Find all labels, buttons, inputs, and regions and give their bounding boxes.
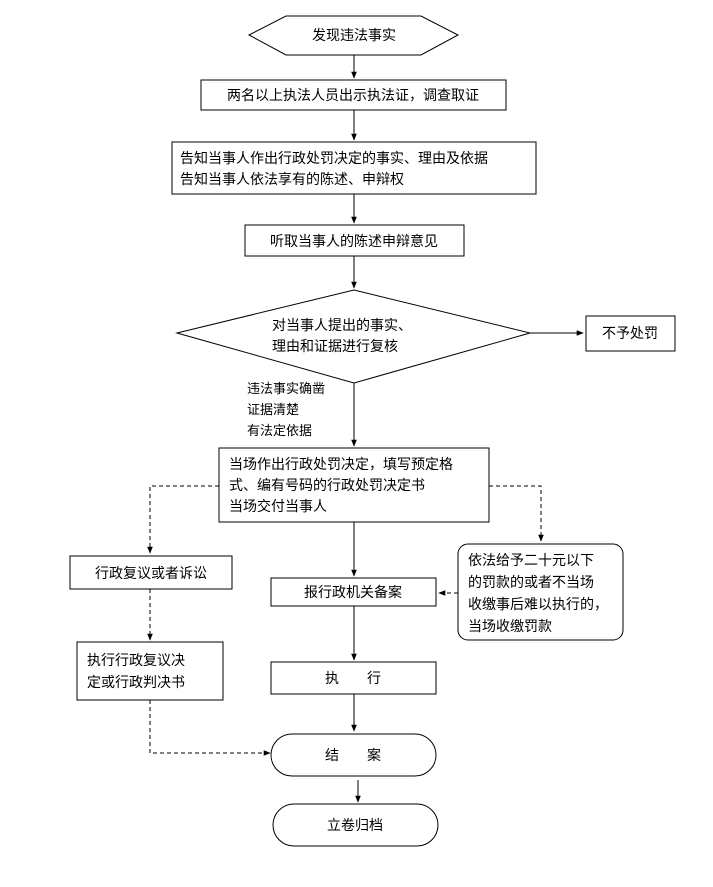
file-label: 报行政机关备案	[304, 584, 402, 601]
hear-label: 听取当事人的陈述申辩意见	[270, 233, 438, 250]
execute-node: 执 行	[270, 661, 437, 695]
appeal-result-node: 执行行政复议决 定或行政判决书	[76, 641, 224, 701]
review-line-1: 对当事人提出的事实、	[272, 318, 412, 334]
dashed-arrow-onsite-to-collect	[489, 485, 544, 542]
collect-line-2: 的罚款的或者不当场	[468, 575, 594, 591]
onsite-line-3: 当场交付当事人	[229, 498, 327, 515]
close-label: 结 案	[325, 747, 381, 764]
notify-line-1: 告知当事人作出行政处罚决定的事实、理由及依据	[180, 150, 488, 167]
dashed-arrow-onsite-to-appeal	[147, 485, 219, 554]
review-decision: 对当事人提出的事实、 理由和证据进行复核	[175, 289, 532, 384]
notify-line-2: 告知当事人依法享有的陈述、申辩权	[180, 171, 404, 188]
condition-line-2: 证据清楚	[247, 403, 299, 418]
condition-line-3: 有法定依据	[247, 424, 312, 439]
appeal-result-line-2: 定或行政判决书	[87, 675, 185, 691]
appeal-label: 行政复议或者诉讼	[95, 565, 207, 582]
collect-line-1: 依法给予二十元以下	[468, 553, 594, 569]
onsite-line-1: 当场作出行政处罚决定，填写预定格	[229, 457, 453, 473]
close-node: 结 案	[270, 733, 437, 777]
appeal-result-line-1: 执行行政复议决	[87, 652, 185, 669]
archive-label: 立卷归档	[327, 817, 383, 834]
condition-line-1: 违法事实确凿	[247, 382, 325, 397]
collect-node: 依法给予二十元以下 的罚款的或者不当场 收缴事后难以执行的， 当场收缴罚款	[457, 543, 624, 641]
start-label: 发现违法事实	[312, 28, 396, 44]
no-penalty-node: 不予处罚	[585, 315, 676, 352]
onsite-decision-node: 当场作出行政处罚决定，填写预定格 式、编有号码的行政处罚决定书 当场交付当事人	[218, 447, 490, 523]
no-penalty-label: 不予处罚	[602, 326, 658, 342]
evidence-label: 两名以上执法人员出示执法证，调查取证	[227, 88, 479, 104]
appeal-node: 行政复议或者诉讼	[69, 555, 233, 590]
collect-line-3: 收缴事后难以执行的，	[468, 597, 608, 613]
review-line-2: 理由和证据进行复核	[272, 338, 398, 355]
hear-node: 听取当事人的陈述申辩意见	[244, 224, 465, 257]
condition-label: 违法事实确凿 证据清楚 有法定依据	[247, 382, 325, 439]
file-node: 报行政机关备案	[270, 577, 437, 607]
evidence-node: 两名以上执法人员出示执法证，调查取证	[200, 79, 507, 111]
start-node: 发现违法事实	[247, 15, 460, 56]
archive-node: 立卷归档	[272, 803, 439, 847]
collect-line-4: 当场收缴罚款	[468, 619, 552, 635]
notify-node: 告知当事人作出行政处罚决定的事实、理由及依据 告知当事人依法享有的陈述、申辩权	[171, 141, 537, 195]
execute-label: 执 行	[325, 671, 381, 687]
onsite-line-2: 式、编有号码的行政处罚决定书	[229, 478, 425, 494]
dashed-arrow-result-to-close	[149, 700, 271, 756]
